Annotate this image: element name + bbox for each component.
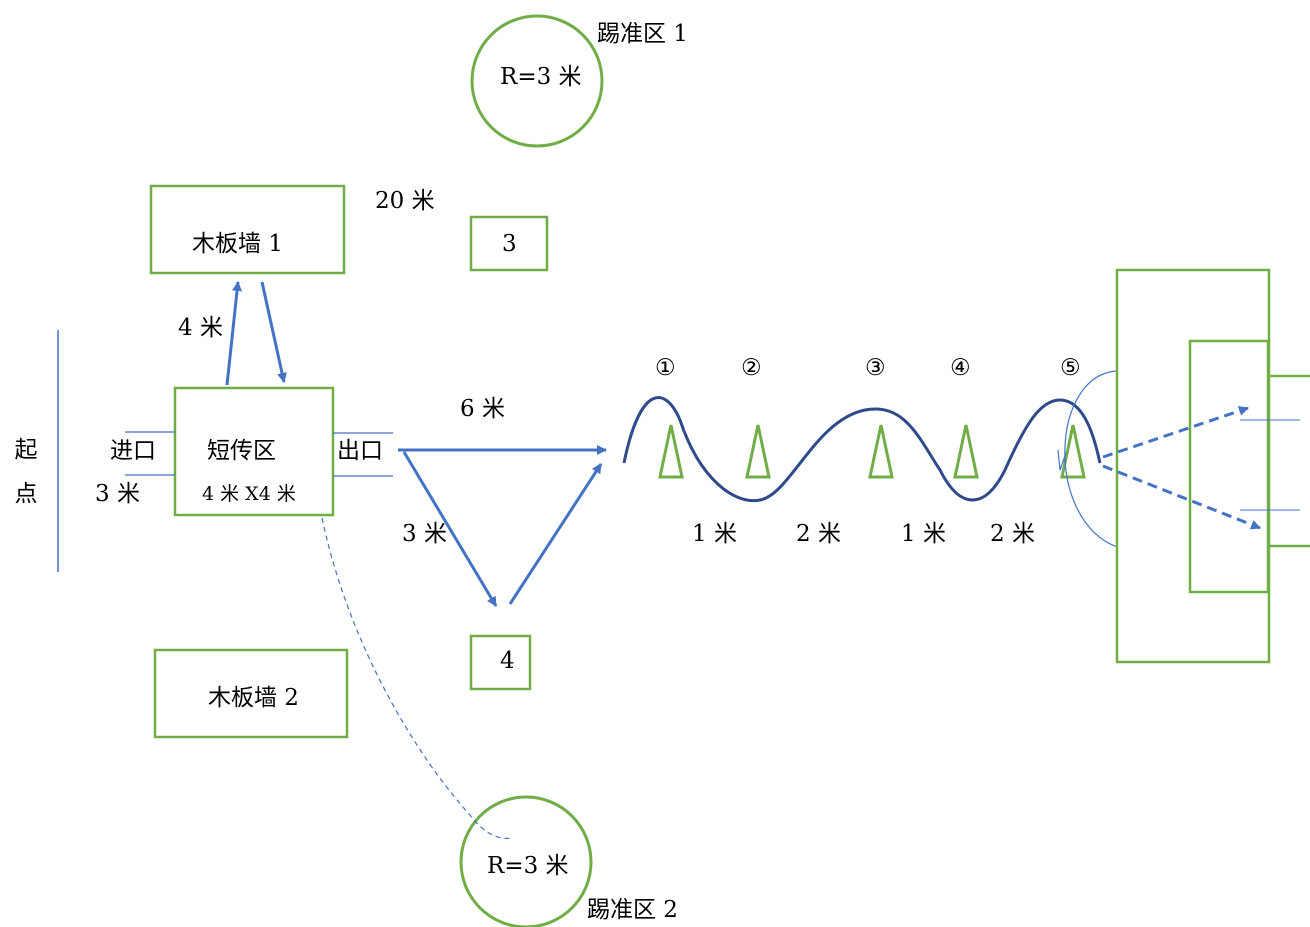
turn-arc [1064,370,1118,548]
kick-zone-one-circle [470,14,604,148]
wall-two-label: 木板墙 2 [208,685,299,711]
marker-four-label: 4 [500,648,515,674]
distance-to-marker-four-label: 3 米 [402,521,447,547]
zone-two-radius-label: R=3 米 [487,853,569,879]
zone-one-radius-label: R=3 米 [500,64,582,90]
kick-zone-two-circle [459,795,593,927]
marker-four-box [469,634,532,691]
goal-outer-box [1115,268,1271,664]
pass-zone-exit-label: 出口 [337,438,383,464]
wall-one-box [149,184,346,275]
short-pass-zone-box [173,386,335,517]
arrow-from-wall [260,281,287,383]
shot-arrow-upper [1102,406,1249,459]
cone-label-four: ④ [950,355,971,381]
pass-zone-entry-label: 进口 [110,438,156,464]
cone-gap-four: 2 米 [990,521,1035,547]
distance-to-wall-label: 4 米 [178,315,223,341]
arrow-to-marker-four [402,451,498,607]
wall-one-label: 木板墙 1 [192,231,283,257]
cone-five [1060,424,1086,479]
dribble-wave [622,396,1102,503]
arrow-from-marker-four [508,463,603,605]
cone-one [658,424,684,479]
entry-width-label: 3 米 [95,481,140,507]
start-label: 起点 [14,437,38,507]
distance-to-zone-one-label: 20 米 [375,188,435,214]
shot-arrow-lower [1102,464,1261,530]
cone-gap-one: 1 米 [692,521,737,547]
pass-zone-size: 4 米 X4 米 [202,483,296,505]
marker-three-box [469,215,549,272]
goal-inner-box [1188,339,1270,594]
dashed-path-to-zone-two [321,517,513,840]
turn-arc-arrowhead [1057,449,1067,471]
distance-to-dribble-label: 6 米 [460,396,505,422]
cone-two [745,424,771,479]
cone-label-three: ③ [865,355,886,381]
cone-label-one: ① [655,355,676,381]
pass-zone-title: 短传区 [207,438,276,464]
zone-two-name-label: 踢准区 2 [587,897,678,923]
cone-four [953,424,979,479]
cone-gap-two: 2 米 [796,521,841,547]
cone-label-two: ② [741,355,762,381]
marker-three-label: 3 [502,231,517,257]
cone-label-five: ⑤ [1060,355,1081,381]
arrow-to-wall [225,281,243,386]
zone-one-name-label: 踢准区 1 [597,21,688,47]
cone-gap-three: 1 米 [901,521,946,547]
wall-two-box [153,648,349,739]
cone-three [868,424,894,479]
